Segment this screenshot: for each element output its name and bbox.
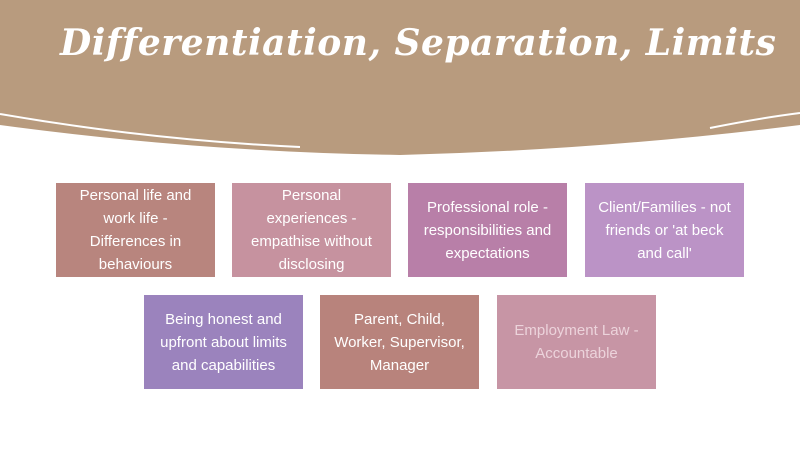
- slide-title: Differentiation, Separation, Limits: [60, 22, 777, 64]
- box-client-families: Client/Families - not friends or 'at bec…: [585, 183, 744, 277]
- header-banner: [0, 0, 800, 155]
- box-employment-law: Employment Law - Accountable: [497, 295, 656, 389]
- box-personal-life: Personal life and work life - Difference…: [56, 183, 215, 277]
- box-being-honest: Being honest and upfront about limits an…: [144, 295, 303, 389]
- box-roles: Parent, Child, Worker, Supervisor, Manag…: [320, 295, 479, 389]
- box-professional-role: Professional role - responsibilities and…: [408, 183, 567, 277]
- box-personal-experiences: Personal experiences - empathise without…: [232, 183, 391, 277]
